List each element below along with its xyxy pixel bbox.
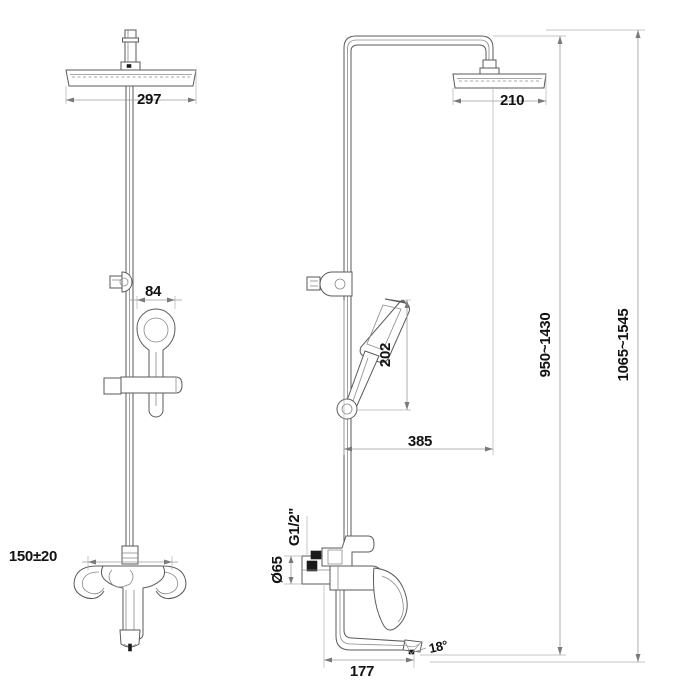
- overhead-shower-head: [452, 59, 547, 89]
- dim-950-1430-label: 950~1430: [537, 313, 554, 378]
- front-view-shower-column: [65, 29, 197, 652]
- dim-177: 177: [323, 584, 415, 680]
- dim-150-20: 150±20: [9, 548, 178, 570]
- dim-385: 385: [343, 88, 494, 455]
- dim-84: 84: [130, 283, 182, 309]
- dim-150-20-label: 150±20: [9, 548, 57, 565]
- dim-1065-1545: 1065~1545: [430, 29, 645, 663]
- dim-d65: Ø65: [269, 555, 302, 585]
- dim-210: 210: [452, 74, 547, 109]
- shower-arm-stub: [120, 29, 141, 71]
- dim-g12: G1/2": [286, 508, 308, 556]
- dim-202: 202: [358, 299, 411, 411]
- dim-18deg-label: 18°: [428, 637, 450, 656]
- dim-297-label: 297: [137, 91, 161, 108]
- dim-202-label: 202: [377, 343, 394, 367]
- dim-950-1430: 950~1430: [420, 35, 566, 656]
- riser-pipe: [125, 86, 134, 560]
- mixer-faucet-body: [73, 545, 187, 652]
- hose-outlet-bracket: [109, 271, 133, 293]
- dim-210-label: 210: [500, 92, 524, 109]
- dim-d65-label: Ø65: [269, 556, 286, 583]
- side-view-shower-column: [301, 35, 547, 655]
- dim-1065-1545-label: 1065~1545: [615, 309, 632, 382]
- slide-holder-ring: [336, 398, 358, 420]
- dim-297: 297: [65, 70, 197, 108]
- overhead-shower-head: [65, 69, 197, 87]
- slide-bar-bracket: [103, 376, 183, 395]
- dim-177-label: 177: [350, 663, 374, 680]
- hose-outlet-bracket: [306, 271, 353, 297]
- dim-g12-label: G1/2": [286, 508, 303, 546]
- curved-riser-pipe: [343, 35, 494, 560]
- dim-385-label: 385: [408, 433, 432, 450]
- dim-18deg: 18°: [403, 637, 450, 656]
- dim-84-label: 84: [145, 283, 162, 300]
- mixer-faucet-body: [310, 535, 423, 655]
- hand-shower: [136, 308, 176, 418]
